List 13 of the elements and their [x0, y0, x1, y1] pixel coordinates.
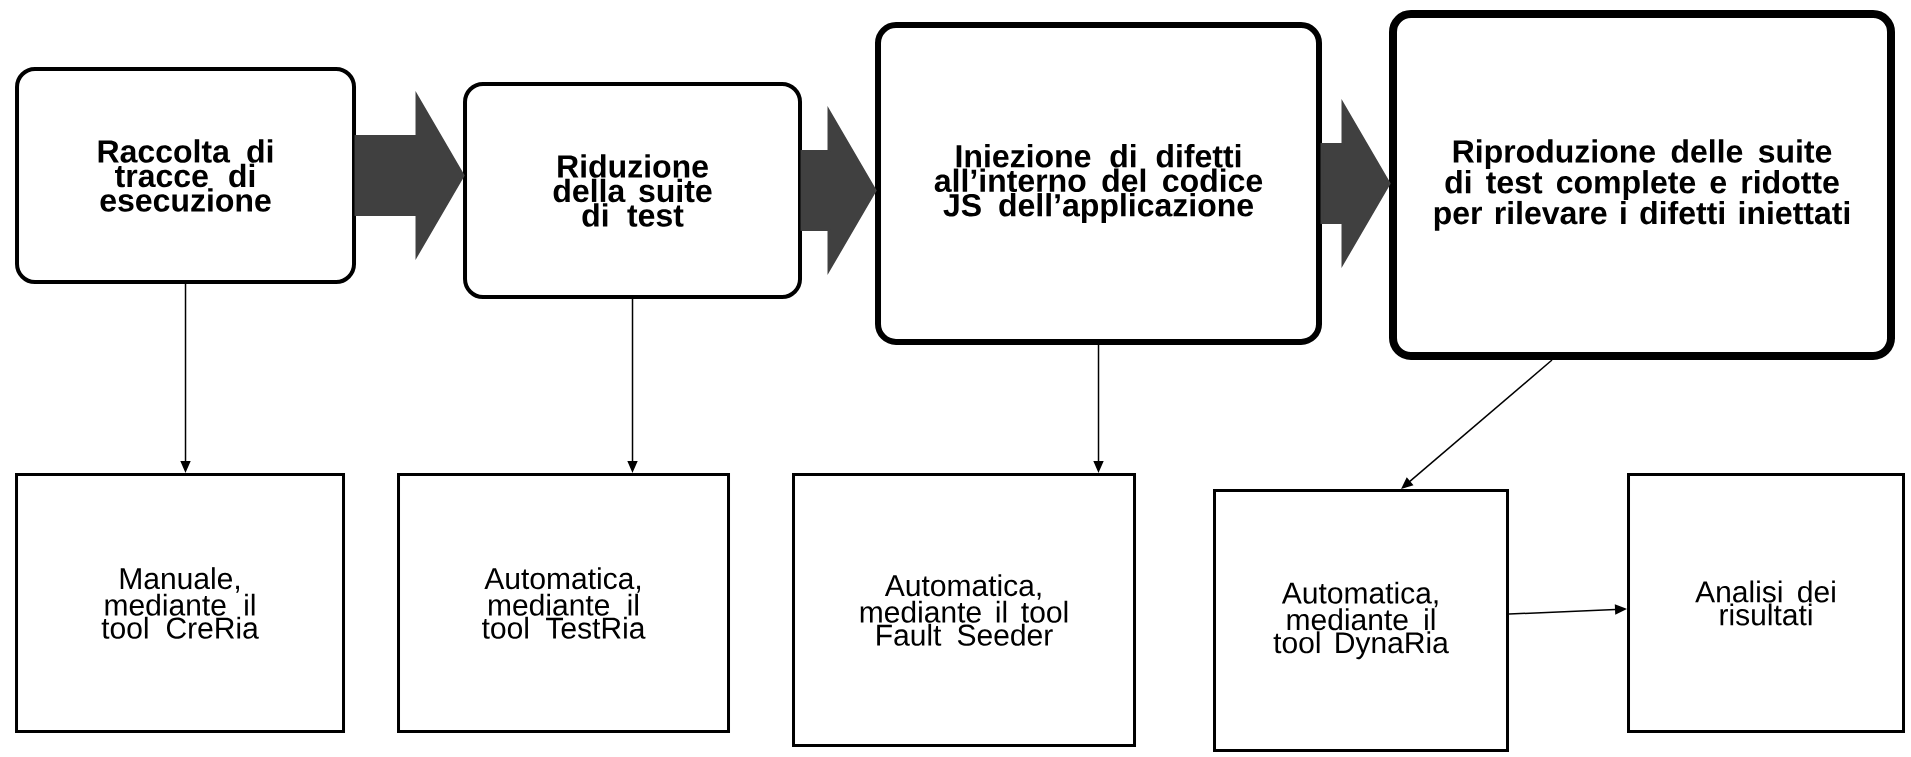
block-arrow: [1320, 98, 1391, 269]
arrow: [1401, 359, 1553, 489]
method-box: Manuale, mediante il tool CreRia: [15, 473, 345, 733]
step-box: Raccolta di tracce di esecuzione: [15, 67, 356, 284]
step-box: Riproduzione delle suite di test complete e ridotte per rilevare i difetti iniettati: [1389, 10, 1895, 360]
method-box: Automatica, mediante il tool Fault Seeder: [792, 473, 1136, 747]
block-arrow: [354, 90, 465, 261]
block-arrow: [800, 105, 877, 276]
method-box: Analisi dei risultati: [1627, 473, 1905, 733]
step-box: Riduzione della suite di test: [463, 82, 802, 299]
method-box: Automatica, mediante il tool DynaRia: [1213, 489, 1509, 752]
step-box: Iniezione di difetti all’interno del codice JS dell’applicazione: [875, 22, 1322, 345]
method-box: Automatica, mediante il tool TestRia: [397, 473, 730, 733]
